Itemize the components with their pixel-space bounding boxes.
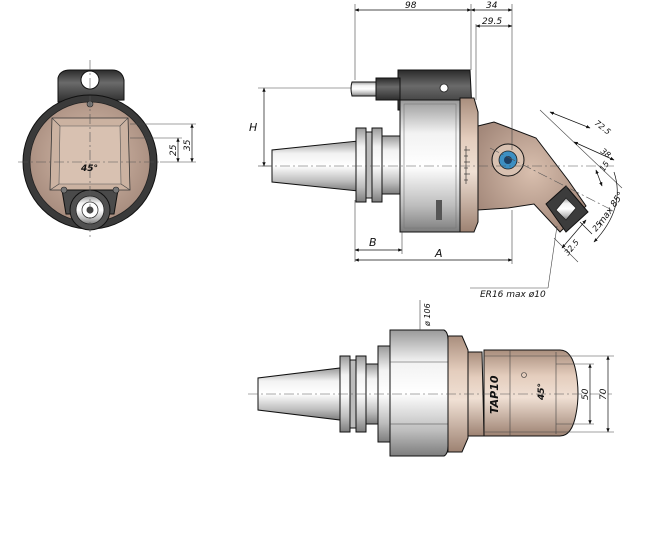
top-dim-d106: ø 106	[423, 303, 432, 327]
front-angle-label: 45°	[80, 164, 98, 174]
top-housing	[447, 335, 469, 453]
top-dim-50: 50	[581, 388, 591, 400]
side-scale	[464, 146, 470, 184]
side-dim-b: B	[369, 236, 377, 249]
side-dim-72-5: 72.5	[593, 118, 613, 136]
side-flange-neck	[381, 135, 401, 195]
top-dim-70: 70	[599, 388, 609, 400]
front-dim-35: 35	[183, 139, 193, 151]
side-dim-h: H	[249, 121, 257, 134]
side-dim-38: 38	[599, 146, 613, 159]
top-angle-label: 45°	[537, 383, 547, 401]
side-dim-29-5: 29.5	[482, 17, 502, 27]
side-note-er16: ER16 max ø10	[480, 290, 546, 300]
side-dim-15: 15	[598, 160, 611, 173]
top-ring-body	[389, 329, 449, 457]
side-housing	[459, 97, 479, 233]
front-view: 45° 25 35	[18, 60, 196, 240]
side-view: 98 34 29.5 H B A 72.5 38 15 max 85° 25 3…	[249, 1, 626, 300]
top-head	[483, 349, 579, 437]
side-dim-98: 98	[405, 1, 417, 11]
top-view: TAP10 45° ø 106 50 70	[248, 300, 614, 457]
side-dim-a: A	[434, 247, 443, 260]
side-dim-32-5: 32.5	[563, 238, 581, 257]
top-model-label: TAP10	[488, 375, 501, 414]
side-stop-pin	[350, 81, 377, 97]
side-dim-max85: max 85°	[596, 191, 626, 228]
front-dim-25: 25	[169, 144, 179, 156]
side-dim-34: 34	[486, 1, 498, 11]
